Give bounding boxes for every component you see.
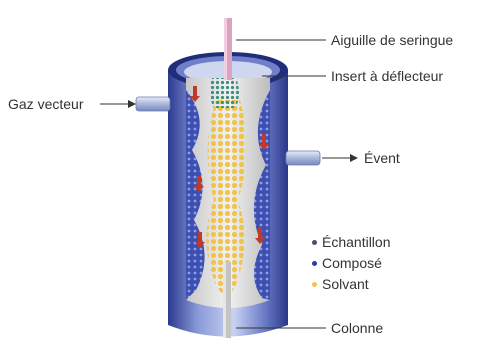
column [223,262,231,338]
legend-item-solvent: Solvant [312,276,369,292]
syringe-needle [224,18,232,80]
legend-label-compound: Composé [322,255,382,271]
label-column: Colonne [331,320,383,336]
label-vent: Évent [364,150,400,166]
legend-swatch-compound [312,261,317,266]
legend-item-sample: Échantillon [312,234,391,250]
legend-item-compound: Composé [312,255,382,271]
label-insert: Insert à déflecteur [331,68,443,84]
carrier-gas-pipe [136,97,170,111]
legend-label-sample: Échantillon [322,234,391,250]
legend-swatch-sample [312,240,317,245]
legend-label-solvent: Solvant [322,276,369,292]
label-needle: Aiguille de seringue [331,32,453,48]
vent-pipe [286,151,320,165]
legend-swatch-solvent [312,282,317,287]
label-carrier-gas: Gaz vecteur [8,96,83,112]
